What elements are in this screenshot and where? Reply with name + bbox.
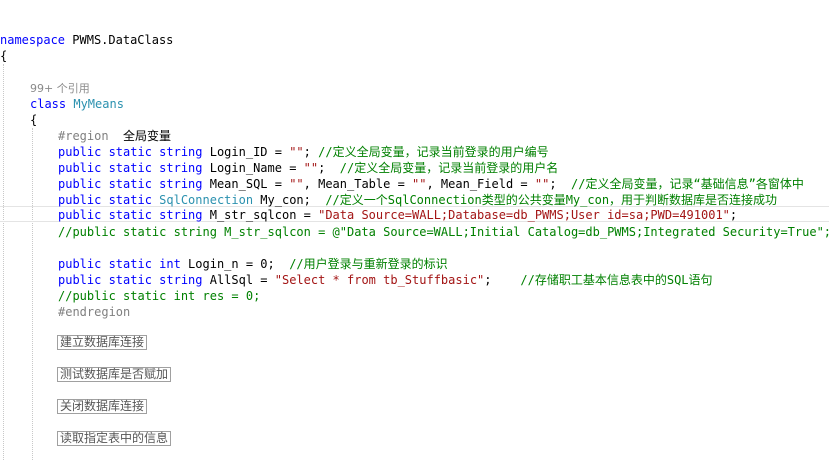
modifiers: public static string: [58, 145, 203, 159]
references-count-link[interactable]: 99+ 个引用: [30, 82, 90, 95]
class-keyword: class: [30, 97, 67, 111]
declaration: My_con;: [253, 193, 326, 207]
code-line-login-name[interactable]: public static string Login_Name = ""; //…: [58, 160, 558, 176]
declaration-part: , Mean_Field =: [426, 177, 535, 191]
namespace-open-brace[interactable]: {: [0, 49, 8, 63]
code-line-connection-string[interactable]: public static string M_str_sqlcon = "Dat…: [58, 207, 737, 223]
comment: //定义一个SqlConnection类型的公共变量My_con，用于判断数据库…: [325, 193, 778, 207]
comment: //定义全局变量，记录当前登录的用户名: [339, 161, 559, 175]
modifiers: public static int: [58, 257, 181, 271]
collapsed-region-connect-db[interactable]: 建立数据库连接: [57, 335, 148, 350]
collapsed-region-test-db[interactable]: 测试数据库是否赋加: [57, 367, 172, 382]
region-name: 全局变量: [123, 129, 172, 143]
region-directive: #region: [58, 129, 109, 143]
string-literal: "": [534, 177, 550, 191]
terminator: ;: [303, 145, 311, 159]
string-literal: "": [289, 177, 304, 191]
namespace-declaration[interactable]: namespace PWMS.DataClass: [0, 32, 173, 48]
namespace-keyword: namespace: [0, 33, 66, 47]
string-literal: "Select * from tb_Stuffbasic": [274, 273, 485, 287]
class-declaration[interactable]: class MyMeans: [30, 96, 124, 112]
indent-guide-class: [32, 128, 33, 460]
code-lens-references[interactable]: 99+ 个引用: [30, 80, 90, 96]
current-line-highlight: [0, 206, 829, 222]
string-literal: "": [289, 145, 304, 159]
region-end-line[interactable]: #endregion: [58, 305, 131, 319]
declaration: M_str_sqlcon =: [202, 208, 319, 222]
string-literal: "": [412, 177, 427, 191]
indent-guide-namespace: [3, 64, 4, 460]
declaration: AllSql =: [202, 273, 275, 287]
class-name: MyMeans: [73, 97, 124, 111]
code-line-login-id[interactable]: public static string Login_ID = ""; //定义…: [58, 144, 549, 160]
string-literal: "": [303, 161, 319, 175]
terminator: ;: [549, 177, 571, 191]
modifiers: public static string: [58, 208, 203, 222]
declaration-part: , Mean_Table =: [303, 177, 413, 191]
string-literal: "Data Source=WALL;Database=db_PWMS;User …: [318, 208, 730, 222]
code-line-commented-connection[interactable]: //public static string M_str_sqlcon = @"…: [58, 225, 829, 239]
code-line-sqlconnection[interactable]: public static SqlConnection My_con; //定义…: [58, 192, 777, 208]
code-line-commented-res[interactable]: //public static int res = 0;: [58, 289, 261, 303]
comment: //用户登录与重新登录的标识: [289, 257, 448, 271]
code-line-login-n[interactable]: public static int Login_n = 0; //用户登录与重新…: [58, 256, 448, 272]
modifiers: public static string: [58, 161, 203, 175]
declaration: Login_n = 0;: [180, 257, 290, 271]
comment: //存储职工基本信息表中的SQL语句: [520, 273, 713, 287]
modifiers: public static string: [58, 177, 203, 191]
declaration-part: Mean_SQL =: [202, 177, 290, 191]
terminator: ;: [729, 208, 738, 222]
code-line-allsql[interactable]: public static string AllSql = "Select * …: [58, 272, 713, 288]
comment: //定义全局变量，记录“基础信息”各窗体中: [571, 177, 804, 191]
terminator: ;: [318, 161, 340, 175]
code-line-mean-sql[interactable]: public static string Mean_SQL = "", Mean…: [58, 176, 804, 192]
region-start-line[interactable]: #region 全局变量: [58, 128, 171, 144]
declaration: Login_Name =: [202, 161, 304, 175]
declaration: Login_ID =: [202, 145, 290, 159]
comment: //定义全局变量，记录当前登录的用户编号: [318, 145, 549, 159]
modifiers: public static string: [58, 273, 203, 287]
namespace-name: PWMS.DataClass: [72, 33, 174, 47]
class-open-brace[interactable]: {: [30, 113, 38, 127]
collapsed-region-read-table[interactable]: 读取指定表中的信息: [57, 431, 172, 446]
modifiers: public static: [58, 193, 152, 207]
terminator: ;: [484, 273, 521, 287]
type-name: SqlConnection: [159, 193, 254, 207]
collapsed-region-close-db[interactable]: 关闭数据库连接: [57, 399, 148, 414]
